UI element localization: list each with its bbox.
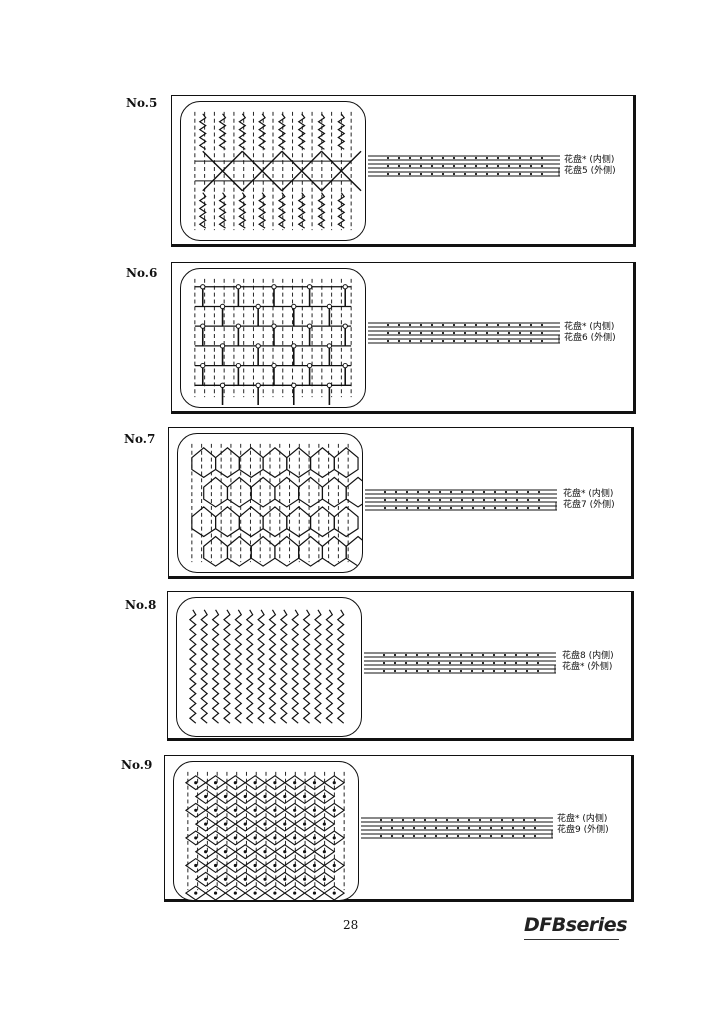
stitch-swatch	[180, 101, 366, 241]
pattern-label-no5: No.5	[126, 96, 158, 110]
stitch-pattern-hex	[191, 443, 362, 567]
rail-lines	[361, 817, 553, 839]
needle-rails	[368, 154, 560, 178]
pattern-panel-no6: 花盘* (内侧) 花盘6 (外侧)	[171, 262, 636, 414]
pattern-label-no9: No.9	[121, 758, 153, 772]
cam-legend: 花盘8 (内侧) 花盘* (外侧)	[562, 651, 614, 673]
cam-inner-label: 花盘* (内侧)	[564, 155, 615, 165]
stitch-pattern-zigzag	[188, 609, 345, 724]
rail-lines	[368, 322, 560, 344]
needle-rails	[365, 488, 557, 512]
brand-logo: DFBseries	[524, 914, 628, 936]
needle-rails	[361, 816, 553, 840]
pattern-label-no8: No.8	[125, 598, 157, 612]
stitch-pattern-brick	[194, 278, 352, 406]
rail-lines	[368, 155, 560, 177]
cam-legend: 花盘* (内侧) 花盘7 (外侧)	[563, 489, 615, 511]
pattern-panel-no7: 花盘* (内侧) 花盘7 (外侧)	[168, 427, 634, 579]
cam-legend: 花盘* (内侧) 花盘5 (外侧)	[564, 155, 616, 177]
pattern-panel-no5: 花盘* (内侧) 花盘5 (外侧)	[171, 95, 636, 247]
stitch-swatch	[180, 268, 366, 408]
stitch-pattern-honeycomb	[184, 771, 346, 900]
stitch-swatch	[173, 761, 359, 901]
stitch-swatch	[177, 433, 363, 573]
cam-legend: 花盘* (内侧) 花盘6 (外侧)	[564, 322, 616, 344]
page-number: 28	[343, 918, 359, 932]
cam-legend: 花盘* (内侧) 花盘9 (外侧)	[557, 814, 609, 836]
needle-rails	[368, 321, 560, 345]
pattern-panel-no8: 花盘8 (内侧) 花盘* (外侧)	[167, 591, 634, 741]
cam-outer-label: 花盘5 (外侧)	[564, 166, 616, 176]
stitch-swatch	[176, 597, 362, 737]
cam-inner-label: 花盘* (内侧)	[564, 322, 615, 332]
cam-outer-label: 花盘* (外侧)	[562, 662, 613, 672]
needle-rails	[364, 651, 556, 675]
rail-lines	[364, 652, 556, 674]
pattern-label-no7: No.7	[124, 432, 156, 446]
cam-outer-label: 花盘9 (外侧)	[557, 825, 609, 835]
cam-outer-label: 花盘6 (外侧)	[564, 333, 616, 343]
pattern-label-no6: No.6	[126, 266, 158, 280]
pattern-panel-no9: 花盘* (内侧) 花盘9 (外侧)	[164, 755, 634, 902]
cam-inner-label: 花盘8 (内侧)	[562, 651, 614, 661]
stitch-pattern-cross	[194, 111, 362, 231]
cam-inner-label: 花盘* (内侧)	[557, 814, 608, 824]
logo-underline	[524, 939, 619, 940]
cam-inner-label: 花盘* (内侧)	[563, 489, 614, 499]
cam-outer-label: 花盘7 (外侧)	[563, 500, 615, 510]
rail-lines	[365, 489, 557, 511]
